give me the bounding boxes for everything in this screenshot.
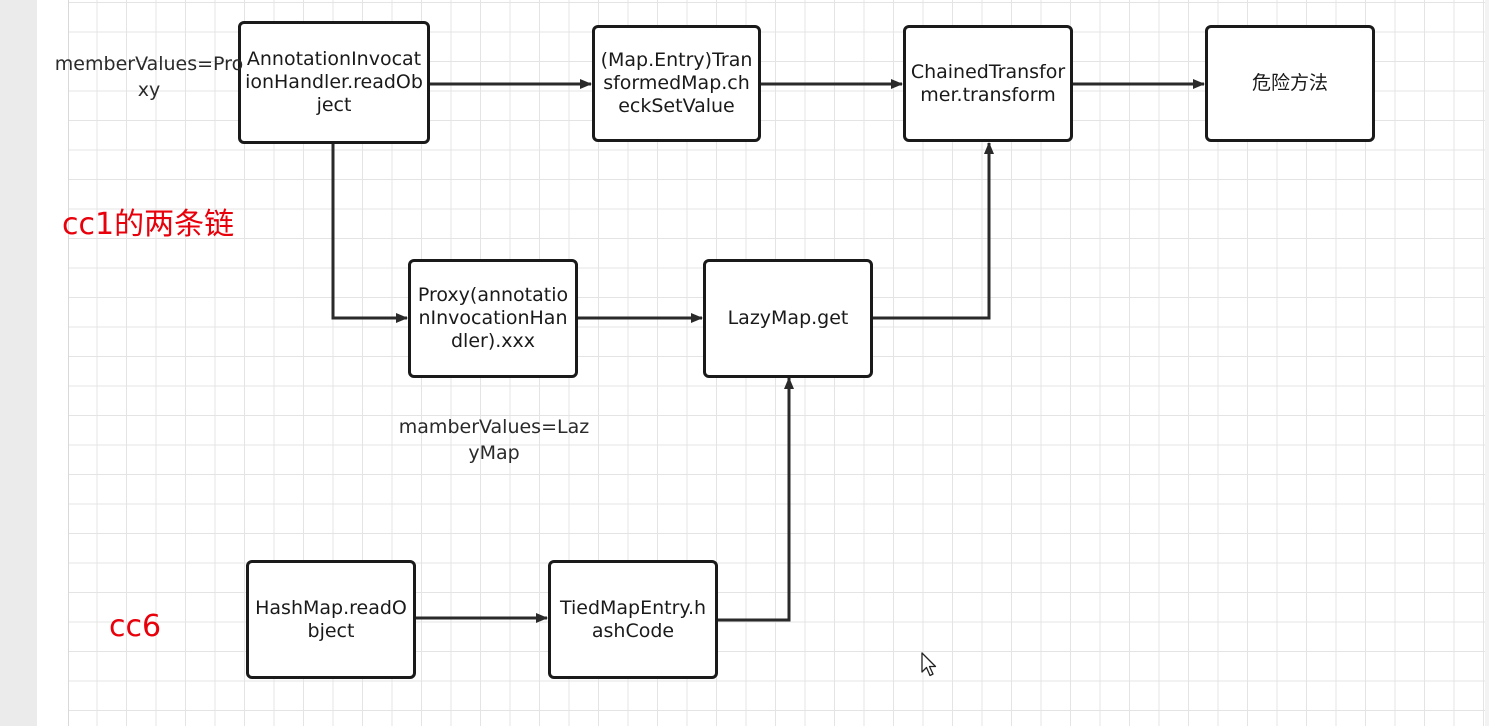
note-text: memberValues=Proxy bbox=[54, 53, 244, 101]
note-mambervalues-lazymap: mamberValues=LazyMap bbox=[395, 414, 593, 466]
node-chainedtransformer-transform[interactable]: ChainedTransformer.transform bbox=[903, 25, 1073, 142]
edge-tiedmapentry-to-lazymap bbox=[717, 377, 794, 622]
note-text: mamberValues=LazyMap bbox=[398, 416, 590, 464]
edge-lazymap-to-chainedtransformer bbox=[872, 142, 994, 320]
node-label: 危险方法 bbox=[1251, 72, 1328, 94]
node-dangerous-method[interactable]: 危险方法 bbox=[1205, 25, 1375, 142]
mouse-pointer-icon bbox=[921, 652, 937, 677]
node-label: LazyMap.get bbox=[727, 307, 849, 329]
right-edge bbox=[1485, 0, 1489, 726]
node-transformedmap-checksetvalue[interactable]: (Map.Entry)TransformedMap.checkSetValue bbox=[592, 25, 761, 142]
node-label: Proxy(annotationInvocationHandler).xxx bbox=[417, 284, 569, 352]
left-gutter bbox=[0, 0, 37, 726]
node-label: TiedMapEntry.hashCode bbox=[559, 596, 707, 642]
node-label: HashMap.readObject bbox=[255, 596, 407, 642]
node-label: (Map.Entry)TransformedMap.checkSetValue bbox=[600, 49, 753, 117]
node-label: ChainedTransformer.transform bbox=[910, 60, 1066, 106]
node-annotation-readobject[interactable]: AnnotationInvocationHandler.readObject bbox=[238, 21, 430, 144]
title-cc1: cc1的两条链 bbox=[62, 207, 235, 242]
node-lazymap-get[interactable]: LazyMap.get bbox=[703, 259, 873, 378]
node-proxy-invocationhandler[interactable]: Proxy(annotationInvocationHandler).xxx bbox=[408, 259, 578, 378]
node-label: AnnotationInvocationHandler.readObject bbox=[245, 48, 423, 116]
node-tiedmapentry-hashcode[interactable]: TiedMapEntry.hashCode bbox=[548, 560, 718, 679]
note-membervalues-proxy: memberValues=Proxy bbox=[50, 51, 248, 103]
title-cc6: cc6 bbox=[109, 609, 162, 644]
node-hashmap-readobject[interactable]: HashMap.readObject bbox=[246, 560, 416, 679]
edge-annotation-to-proxy bbox=[331, 143, 408, 323]
page-margin bbox=[37, 0, 69, 726]
